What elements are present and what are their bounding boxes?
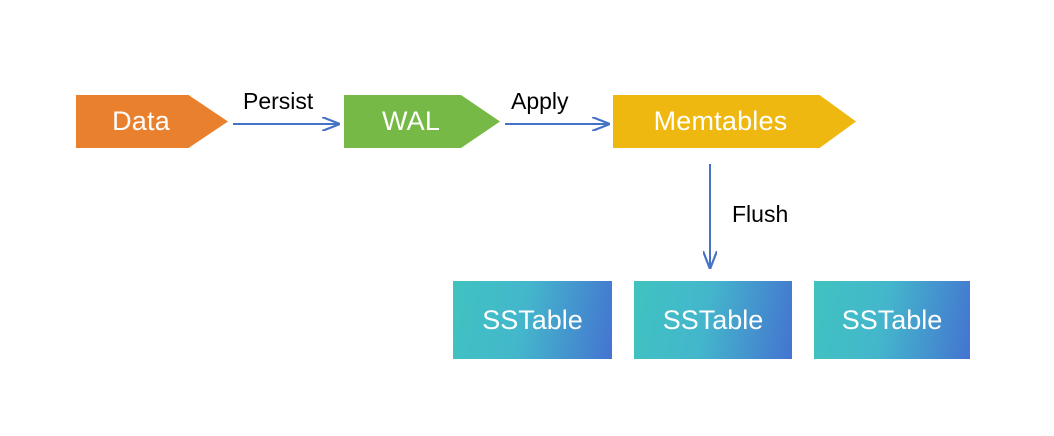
node-wal[interactable]: WAL xyxy=(344,95,500,148)
node-sstable-2[interactable]: SSTable xyxy=(634,281,792,359)
node-wal-label: WAL xyxy=(381,106,441,136)
node-sstable-3-label: SSTable xyxy=(841,304,943,335)
edge-label-persist: Persist xyxy=(243,88,314,114)
node-sstable-1[interactable]: SSTable xyxy=(453,281,612,359)
node-sstable-3[interactable]: SSTable xyxy=(814,281,970,359)
node-sstable-2-label: SSTable xyxy=(662,304,764,335)
node-sstable-1-label: SSTable xyxy=(482,304,583,335)
node-memtables[interactable]: Memtables xyxy=(613,95,856,148)
node-data-label: Data xyxy=(112,106,170,136)
node-data[interactable]: Data xyxy=(76,95,228,148)
node-memtables-label: Memtables xyxy=(653,106,788,136)
edge-label-apply: Apply xyxy=(511,88,569,114)
edge-label-flush: Flush xyxy=(732,201,789,227)
